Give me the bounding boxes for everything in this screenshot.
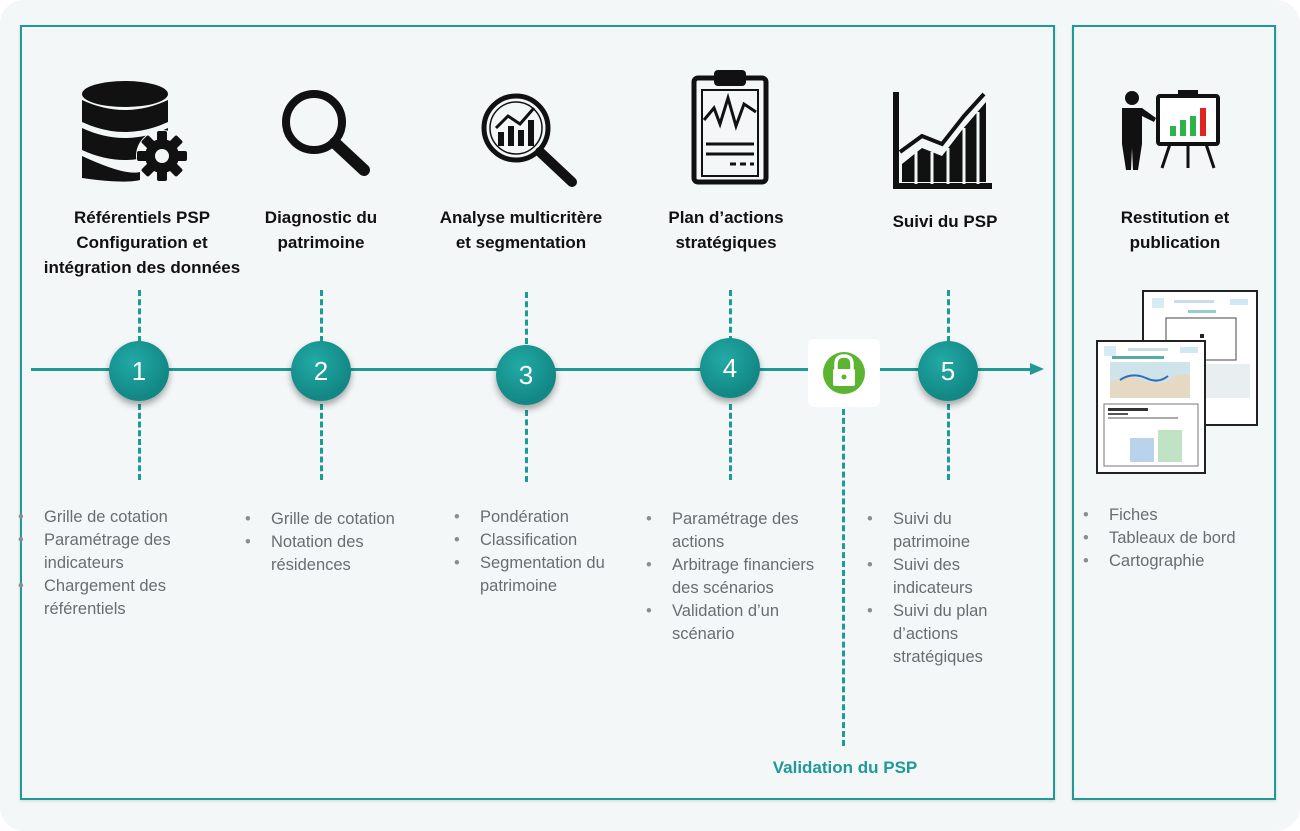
report-preview-front: [1096, 340, 1206, 474]
list-item: Suivi du patrimoine: [867, 508, 1027, 554]
connector-dash: [729, 290, 732, 342]
list-item: Paramétrage des indicateurs: [18, 529, 193, 575]
magnifier-icon: [282, 90, 370, 176]
list-item: Fiches: [1083, 504, 1273, 527]
list-item: Classification: [454, 529, 634, 552]
validation-lock: [808, 339, 880, 407]
step-1-bullets: Grille de cotation Paramétrage des indic…: [18, 506, 193, 621]
step-5-bullets: Suivi du patrimoine Suivi des indicateur…: [867, 508, 1027, 669]
chart-magnifier-icon: [481, 93, 577, 187]
list-item: Grille de cotation: [18, 506, 193, 529]
connector-dash: [525, 292, 528, 344]
lock-icon: [823, 352, 865, 394]
list-item: Suivi du plan d’actions stratégiques: [867, 600, 1027, 669]
list-item: Pondération: [454, 506, 634, 529]
list-item: Chargement des référentiels: [18, 575, 193, 621]
step-3-bullets: Pondération Classification Segmentation …: [454, 506, 634, 598]
step-title-3: Analyse multicritère et segmentation: [439, 208, 603, 252]
connector-dash: [320, 404, 323, 480]
database-gear-icon: [82, 81, 188, 182]
list-item: Cartographie: [1083, 550, 1273, 573]
restitution-title: Restitution et publication: [1120, 208, 1230, 252]
list-item: Notation des résidences: [245, 531, 425, 577]
step-circle-4: 4: [700, 338, 760, 398]
step-4-bullets: Paramétrage des actions Arbitrage financ…: [646, 508, 841, 646]
clipboard-chart-icon: [691, 70, 769, 185]
restitution-bullets: Fiches Tableaux de bord Cartographie: [1083, 504, 1273, 573]
step-title-2: Diagnostic du patrimoine: [264, 208, 378, 252]
validation-dash: [842, 400, 845, 746]
step-circle-1: 1: [109, 341, 169, 401]
connector-dash: [320, 290, 323, 342]
connector-dash: [138, 290, 141, 342]
list-item: Segmentation du patrimoine: [454, 552, 634, 598]
timeline-arrow-icon: [1030, 363, 1044, 375]
connector-dash: [729, 404, 732, 480]
list-item: Tableaux de bord: [1083, 527, 1273, 550]
connector-dash: [138, 404, 141, 480]
step-circle-3: 3: [496, 345, 556, 405]
growth-chart-icon: [893, 92, 992, 189]
step-2-bullets: Grille de cotation Notation des résidenc…: [245, 508, 425, 577]
list-item: Grille de cotation: [245, 508, 425, 531]
step-title-4: Plan d’actions stratégiques: [668, 208, 784, 252]
step-title-1: Référentiels PSP Configuration et intégr…: [43, 208, 241, 277]
validation-label: Validation du PSP: [772, 758, 918, 777]
list-item: Arbitrage financiers des scénarios: [646, 554, 841, 600]
list-item: Suivi des indicateurs: [867, 554, 1027, 600]
list-item: Validation d’un scénario: [646, 600, 841, 646]
presenter-board-icon: [1122, 90, 1220, 170]
connector-dash: [525, 410, 528, 482]
connector-dash: [947, 290, 950, 342]
connector-dash: [947, 404, 950, 480]
list-item: Paramétrage des actions: [646, 508, 841, 554]
step-title-5: Suivi du PSP: [892, 212, 998, 231]
step-circle-2: 2: [291, 341, 351, 401]
step-circle-5: 5: [918, 341, 978, 401]
